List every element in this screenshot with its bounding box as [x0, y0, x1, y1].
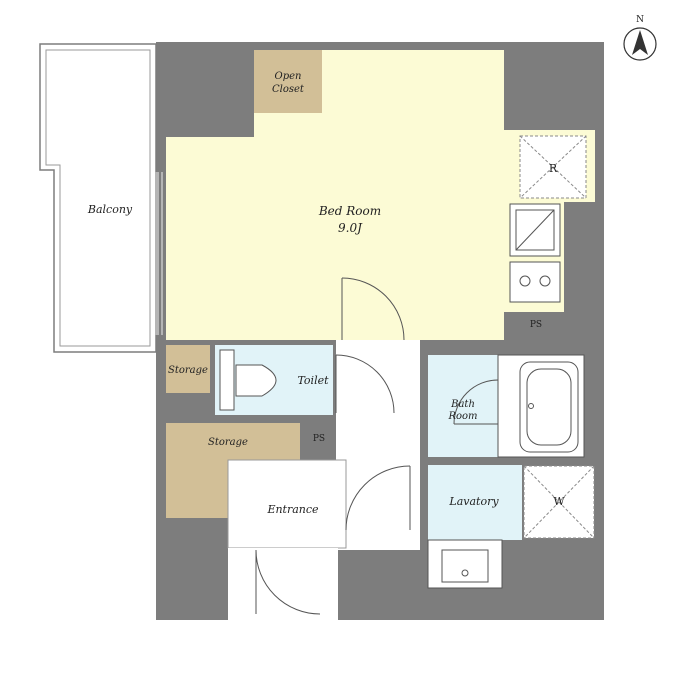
refrigerator-label: R	[549, 162, 558, 175]
bed-room-label: Bed Room	[318, 204, 381, 218]
ps-lower-box	[300, 423, 336, 458]
balcony	[39, 43, 163, 353]
lavatory-floor	[428, 465, 522, 540]
toilet-fixture	[219, 349, 277, 411]
stove	[509, 261, 561, 303]
washer-space	[523, 465, 595, 539]
entrance-label: Entrance	[266, 503, 319, 516]
ps-upper-label: PS	[530, 320, 542, 330]
open-closet-label-line1: Open	[275, 71, 302, 82]
bath-door	[453, 379, 499, 425]
toilet-label: Toilet	[297, 374, 329, 387]
bath-room-label-line2: Room	[447, 411, 477, 422]
kitchen-sink	[509, 203, 561, 257]
north-arrow-icon	[623, 27, 657, 61]
storage-small-label: Storage	[168, 365, 208, 376]
balcony-label: Balcony	[87, 203, 133, 216]
bedroom-door	[341, 277, 405, 341]
wash-basin	[427, 539, 503, 589]
open-closet-label-line2: Closet	[272, 84, 305, 95]
entrance-door	[228, 548, 338, 620]
bath-room-floor	[428, 355, 498, 457]
storage-small-floor	[166, 345, 210, 393]
north-label: N	[636, 15, 644, 25]
entrance-floor	[227, 459, 347, 549]
toilet-door	[335, 354, 395, 414]
bath-room-label-line1: Bath	[450, 399, 475, 410]
open-closet-floor	[254, 50, 322, 113]
storage-large-label: Storage	[208, 437, 248, 448]
ps-lower-label: PS	[313, 434, 325, 444]
bathtub	[519, 361, 579, 453]
washer-label: W	[553, 495, 565, 508]
hallway-floor	[336, 340, 420, 550]
lavatory-label: Lavatory	[448, 495, 499, 508]
bed-room-size: 9.0J	[338, 221, 363, 235]
refrigerator-space	[519, 135, 587, 199]
bedroom-floor	[166, 50, 504, 340]
lavatory-door	[345, 465, 411, 531]
